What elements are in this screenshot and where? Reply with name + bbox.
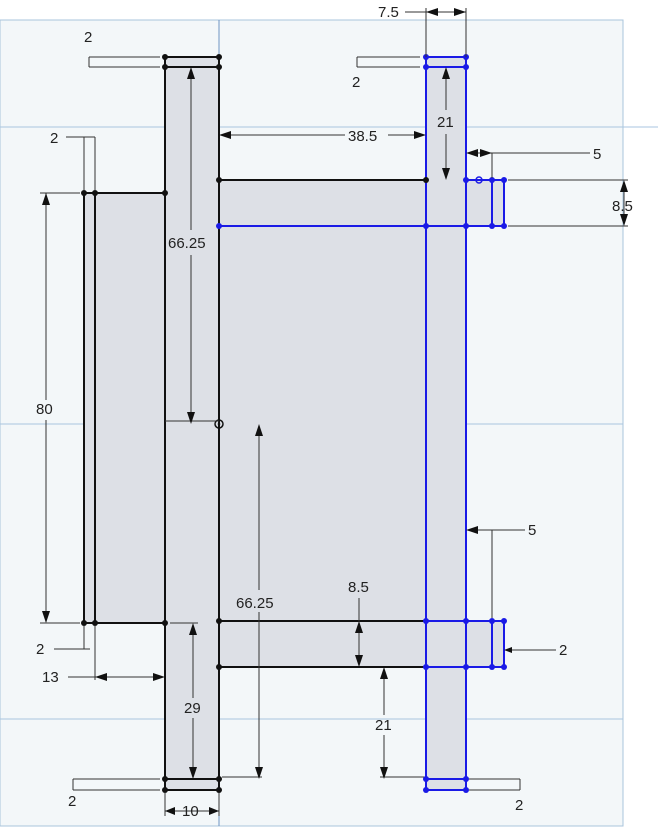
dim-top-tab-height[interactable]: 8.5 — [612, 198, 633, 215]
black-geometry[interactable] — [83, 56, 426, 791]
dim-top-right-cap[interactable]: 2 — [352, 74, 360, 91]
filled-regions[interactable] — [84, 57, 504, 790]
dim-lower-leg[interactable]: 29 — [184, 700, 201, 717]
sketch-points[interactable] — [81, 54, 429, 793]
selected-points[interactable] — [216, 54, 507, 793]
dimension-labels[interactable]: 2 2 7.5 2 38.5 21 5 8.5 66.25 80 5 66.25… — [36, 4, 633, 820]
dim-top-gap[interactable]: 21 — [437, 114, 454, 131]
dim-flange-bottom-width[interactable]: 2 — [36, 641, 44, 658]
origin-icon[interactable] — [214, 419, 224, 429]
dim-flange-height[interactable]: 80 — [36, 401, 53, 418]
dim-left-bar-width[interactable]: 10 — [182, 803, 199, 820]
dimension-lines — [40, 8, 628, 816]
dim-bottom-plate-height[interactable]: 8.5 — [348, 579, 369, 596]
dimension-arrows — [42, 8, 628, 815]
dim-bottom-gap[interactable]: 21 — [375, 717, 392, 734]
dim-bottom-right-cap[interactable]: 2 — [515, 797, 523, 814]
dim-top-tab[interactable]: 5 — [593, 146, 601, 163]
dim-plate-offset[interactable]: 38.5 — [348, 128, 377, 145]
dim-left-flange-width[interactable]: 2 — [50, 130, 58, 147]
dim-left-upper-height[interactable]: 66.25 — [168, 235, 206, 252]
dim-flange-offset[interactable]: 13 — [42, 669, 59, 686]
dim-right-lower-height[interactable]: 66.25 — [236, 595, 274, 612]
dim-right-bar-width[interactable]: 7.5 — [378, 4, 399, 21]
dim-bottom-tab[interactable]: 5 — [528, 522, 536, 539]
dim-top-left-cap[interactable]: 2 — [84, 29, 92, 46]
dim-bottom-tab-width[interactable]: 2 — [559, 642, 567, 659]
dim-bottom-left-cap[interactable]: 2 — [68, 793, 76, 810]
